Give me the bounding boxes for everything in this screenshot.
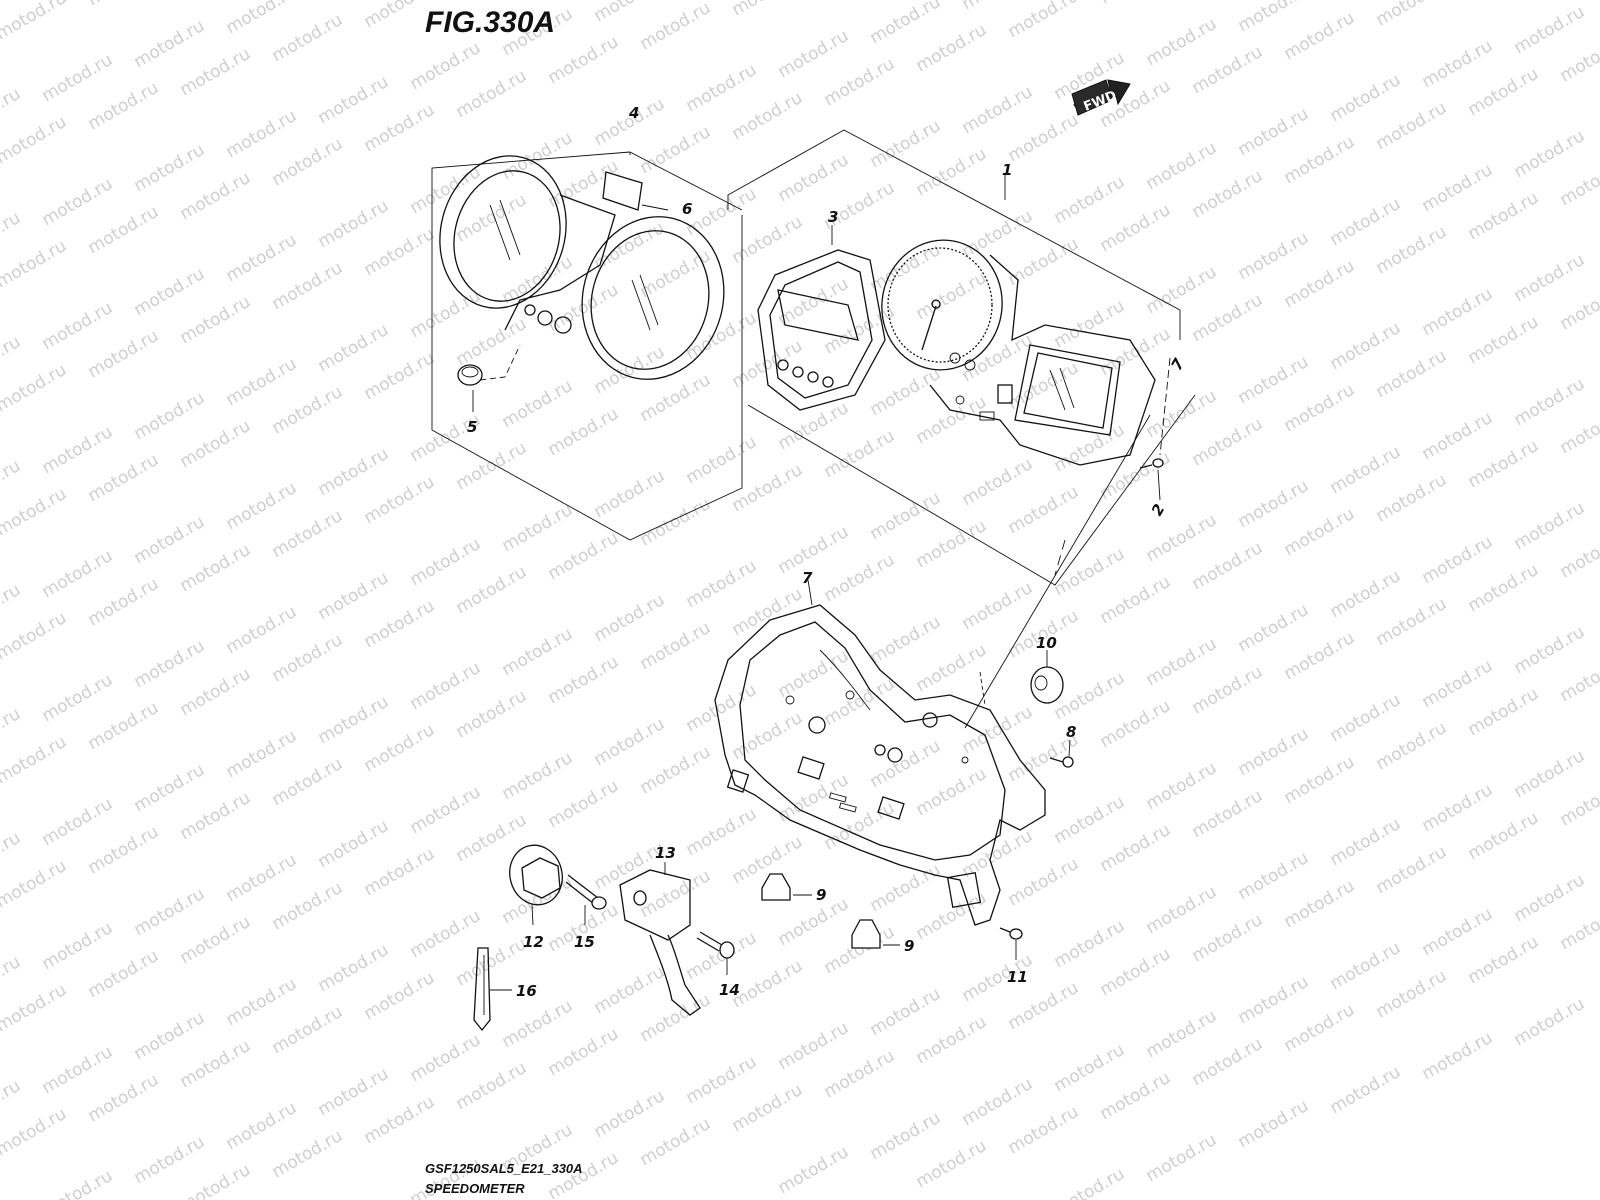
meter-housing-part-7 (714, 579, 1046, 926)
callout-11: 11 (1007, 968, 1028, 986)
callout-4: 4 (628, 104, 639, 122)
figure-name: SPEEDOMETER (425, 1181, 525, 1196)
figure-code: GSF1250SAL5_E21_330A (425, 1161, 583, 1176)
socket-part-12 (509, 844, 563, 926)
screw-part-8 (1049, 739, 1074, 768)
screw-part-2 (1139, 357, 1171, 501)
callout-3: 3 (828, 208, 838, 226)
callout-9b: 9 (904, 937, 914, 955)
rubber-cap-part-9b (851, 919, 900, 949)
meter-case-part (439, 155, 725, 380)
figure-title: FIG.330A (425, 6, 555, 39)
callout-5: 5 (467, 418, 477, 436)
fwd-arrow-icon: FWD (1071, 79, 1131, 116)
callout-8: 8 (1066, 723, 1076, 741)
callout-14: 14 (719, 981, 740, 999)
clip-part-16 (473, 947, 512, 1032)
meter-assy-part-1 (881, 239, 1156, 466)
callout-7-top: 7 (1167, 355, 1188, 374)
callout-2: 2 (1148, 501, 1169, 519)
meter-case-box (431, 151, 743, 541)
callout-1: 1 (1002, 161, 1012, 179)
callout-15: 15 (574, 933, 595, 951)
screw-part-11 (999, 927, 1023, 960)
bracket-part-13 (619, 862, 701, 1016)
callout-16: 16 (516, 982, 537, 1000)
screw-part-14 (696, 931, 735, 975)
callout-10: 10 (1036, 634, 1057, 652)
callout-9a: 9 (816, 886, 826, 904)
meter-assy-box (727, 129, 1196, 586)
callout-6: 6 (682, 200, 692, 218)
screw-part-15 (565, 874, 607, 925)
callout-12: 12 (523, 933, 544, 951)
callout-7: 7 (802, 569, 813, 587)
rubber-cap-part-9a (761, 873, 812, 901)
grommet-part-10 (1030, 650, 1064, 704)
cap-part-5 (457, 344, 521, 412)
callout-13: 13 (655, 844, 676, 862)
lens-part-3 (757, 225, 886, 411)
